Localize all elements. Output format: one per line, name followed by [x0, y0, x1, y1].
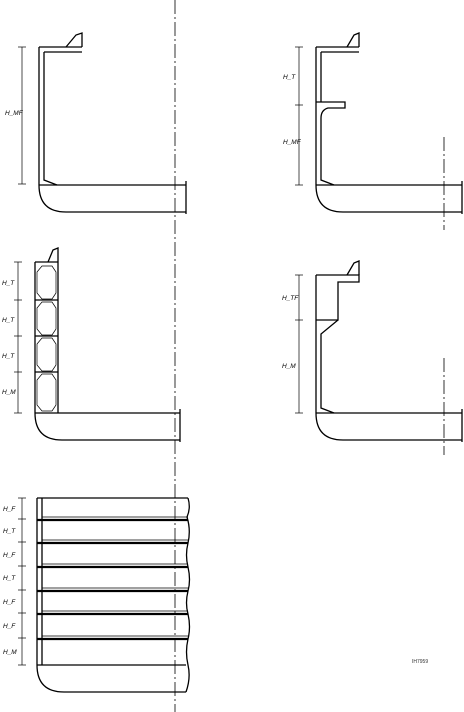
outer-shell-a	[38, 47, 186, 213]
label-h-t-1: H_T	[3, 528, 16, 535]
hatch-coaming-c	[47, 247, 59, 263]
panel-e: H_F H_T H_F H_T H_F H_F H_M	[3, 497, 191, 693]
label-h-t-2: H_T	[3, 575, 16, 582]
panel-b: H_T H_MF	[283, 32, 463, 230]
panel-d: H_TF H_M	[282, 260, 463, 455]
label-h-m: H_M	[2, 389, 16, 396]
label-h-tf: H_TF	[282, 295, 299, 302]
topside-tank-d	[316, 274, 360, 321]
label-h-m: H_M	[3, 649, 17, 656]
panel-c: H_T H_T H_T H_M	[2, 247, 181, 442]
label-h-f-2: H_F	[3, 552, 16, 559]
figure-code: IH7959	[412, 659, 428, 665]
label-h-mf: H_MF	[5, 110, 24, 117]
inner-side-a	[43, 52, 58, 186]
hatch-coaming-b	[346, 32, 360, 48]
label-h-m: H_M	[282, 363, 296, 370]
label-h-t-2: H_T	[2, 317, 15, 324]
label-h-f-1: H_F	[3, 506, 16, 513]
label-h-f-3: H_F	[3, 599, 16, 606]
panel-a: H_MF	[5, 0, 187, 712]
outer-shell-e	[36, 498, 186, 693]
label-h-f-4: H_F	[3, 623, 16, 630]
decks-e	[37, 497, 188, 641]
label-h-t-1: H_T	[2, 280, 15, 287]
label-h-t-3: H_T	[2, 353, 15, 360]
hatch-coaming-a	[65, 32, 83, 48]
label-h-t: H_T	[283, 74, 296, 81]
hatch-coaming-d	[346, 260, 360, 276]
wing-tank-cells	[35, 265, 58, 412]
outer-shell-b	[315, 47, 462, 213]
label-h-mf: H_MF	[283, 139, 302, 146]
tween-deck-b	[316, 101, 346, 119]
break-line-e	[185, 497, 191, 693]
